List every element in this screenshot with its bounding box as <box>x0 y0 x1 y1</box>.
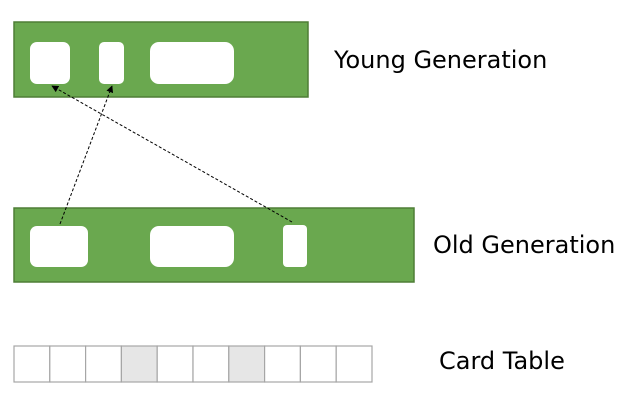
card-cell <box>299 345 337 383</box>
card-cell <box>264 345 302 383</box>
card-cell <box>13 345 51 383</box>
young-object-1 <box>30 42 70 84</box>
card-cell-dirty <box>228 345 266 383</box>
young-object-2 <box>99 42 124 84</box>
reference-arrow-old3-to-young1 <box>51 85 293 223</box>
card-cell <box>192 345 230 383</box>
old-object-2 <box>150 226 234 267</box>
old-object-3 <box>283 225 307 267</box>
old-generation-region <box>13 207 415 283</box>
card-table-label: Card Table <box>439 347 565 375</box>
card-cell <box>156 345 194 383</box>
card-cell <box>84 345 122 383</box>
card-cell <box>49 345 87 383</box>
old-generation-label: Old Generation <box>433 231 616 259</box>
young-object-3 <box>150 42 234 84</box>
young-generation-label: Young Generation <box>334 46 548 74</box>
card-table <box>13 345 373 383</box>
old-object-1 <box>30 226 88 267</box>
young-generation-region <box>13 21 309 98</box>
card-cell-dirty <box>120 345 158 383</box>
reference-arrow-old1-to-young2 <box>59 85 114 225</box>
card-cell <box>335 345 373 383</box>
